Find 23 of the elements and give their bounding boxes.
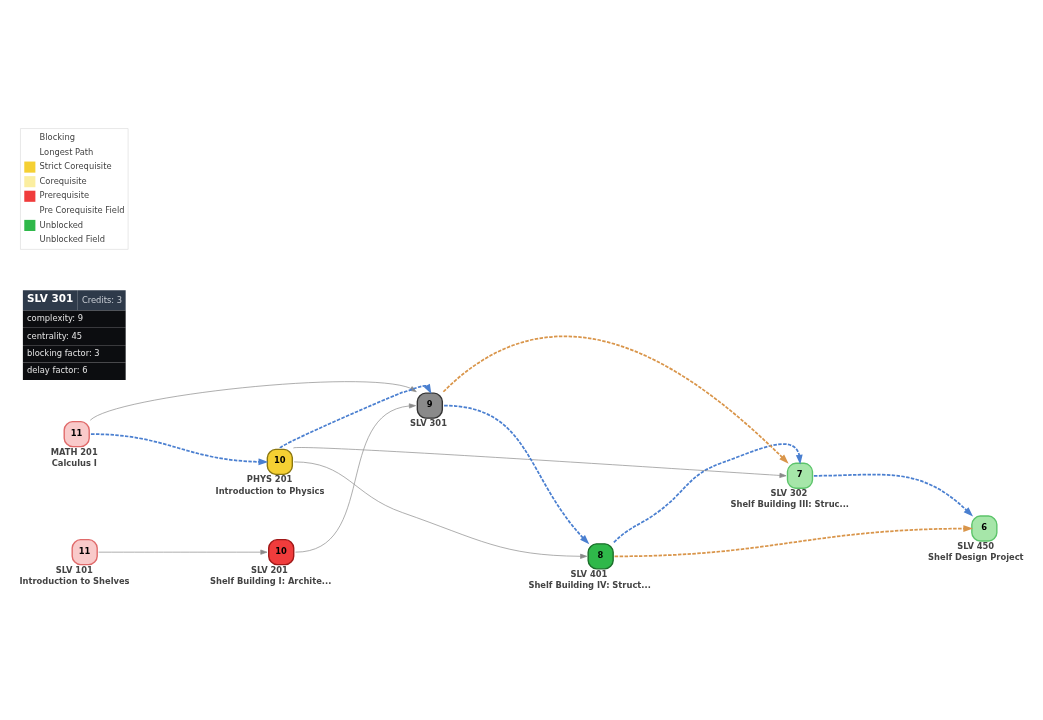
node-label: SLV 301 xyxy=(410,417,447,428)
node-label: SLV 302 xyxy=(770,487,808,498)
node-label: Shelf Building III: Struc... xyxy=(730,498,850,509)
legend-label: Prerequisite xyxy=(39,189,90,200)
legend-label: Pre Corequisite Field xyxy=(39,204,125,215)
node-label: Shelf Design Project xyxy=(928,551,1024,562)
node-label: Calculus I xyxy=(51,457,97,468)
legend-label: Unblocked xyxy=(39,219,84,230)
node-label: Shelf Building IV: Struct... xyxy=(528,579,651,590)
node-label: SLV 450 xyxy=(957,540,995,551)
node-label: Introduction to Physics xyxy=(215,485,325,496)
node-label: SLV 101 xyxy=(55,564,93,575)
legend-label: Unblocked Field xyxy=(39,233,106,244)
legend-label: Corequisite xyxy=(39,175,87,186)
legend-label: Longest Path xyxy=(39,146,94,157)
node-label: PHYS 201 xyxy=(246,473,293,484)
legend-label: Strict Corequisite xyxy=(39,160,112,171)
node-label: Introduction to Shelves xyxy=(19,575,130,586)
node-label: MATH 201 xyxy=(50,446,98,457)
legend-label: Blocking xyxy=(39,131,75,142)
node-label: Shelf Building I: Archite... xyxy=(210,575,332,586)
node-label: SLV 201 xyxy=(251,564,288,575)
node-label: SLV 401 xyxy=(570,568,608,579)
